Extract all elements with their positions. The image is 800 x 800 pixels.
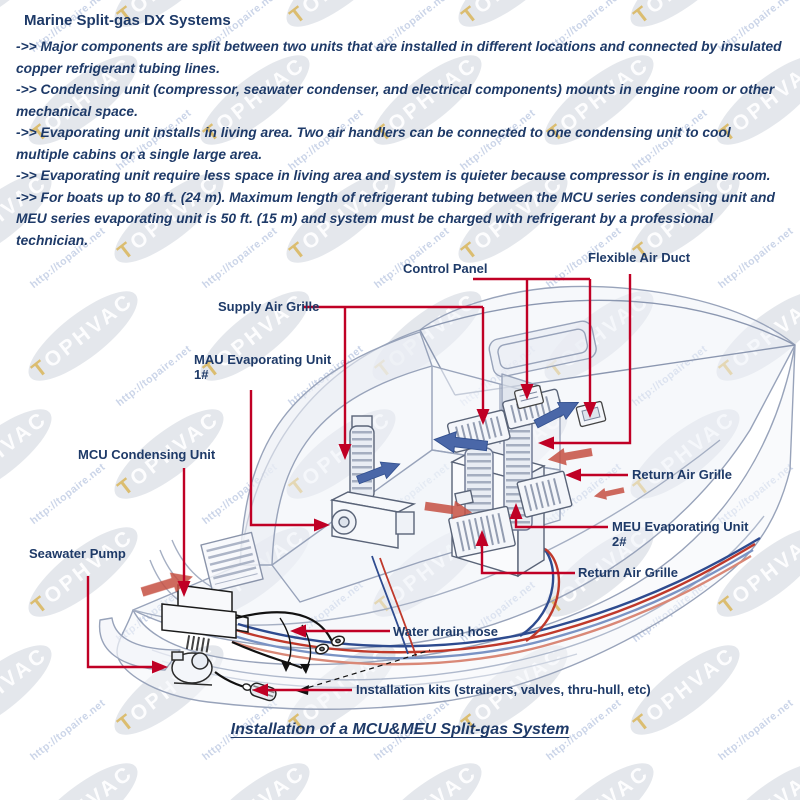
drain-flow-arrowhead-1 bbox=[281, 661, 291, 672]
intro-bullet-3: ->> Evaporating unit installs in living … bbox=[16, 125, 731, 162]
label-seawater-pump: Seawater Pump bbox=[29, 546, 126, 561]
cockpit-arch bbox=[239, 331, 433, 566]
intro-bullet-2: ->> Condensing unit (compressor, seawate… bbox=[16, 82, 775, 119]
intro-bullet-1: ->> Major components are split between t… bbox=[16, 39, 782, 76]
label-return-air-grille-bottom: Return Air Grille bbox=[578, 565, 678, 580]
leader-arrowheads bbox=[152, 384, 597, 697]
seawater-pump-unit bbox=[171, 651, 213, 686]
intro-bullet-4: ->> Evaporating unit require less space … bbox=[16, 168, 771, 183]
label-water-drain-hose: Water drain hose bbox=[393, 624, 498, 639]
mau-evaporating-unit bbox=[329, 415, 417, 549]
intro-bullet-5: ->> For boats up to 80 ft. (24 m). Maxim… bbox=[16, 189, 775, 248]
label-mau-evaporating-unit: MAU Evaporating Unit 1# bbox=[194, 352, 332, 382]
stern-louver-grille bbox=[200, 531, 264, 593]
return-air-grille-right-panel bbox=[516, 470, 573, 518]
thru-hull-fittings bbox=[314, 635, 346, 655]
mcu-condensing-unit bbox=[161, 584, 249, 653]
refrigerant-tubing bbox=[231, 536, 761, 666]
label-meu-evaporating-unit: MEU Evaporating Unit 2# bbox=[612, 519, 749, 549]
label-mcu-condensing-unit: MCU Condensing Unit bbox=[78, 447, 216, 462]
intro-text-block: Marine Split-gas DX Systems ->> Major co… bbox=[0, 0, 800, 251]
label-return-air-grille-right: Return Air Grille bbox=[632, 467, 732, 482]
drain-flow-arrowhead-2 bbox=[300, 664, 310, 674]
label-control-panel: Control Panel bbox=[403, 261, 488, 276]
leader-lines bbox=[86, 274, 632, 692]
label-installation-kits: Installation kits (strainers, valves, th… bbox=[356, 682, 651, 697]
diagram-caption: Installation of a MCU&MEU Split-gas Syst… bbox=[230, 721, 570, 738]
foredeck-hatch bbox=[488, 320, 597, 378]
label-supply-air-grille: Supply Air Grille bbox=[218, 299, 320, 314]
page-title: Marine Split-gas DX Systems bbox=[24, 12, 231, 29]
label-flexible-air-duct: Flexible Air Duct bbox=[588, 250, 691, 265]
